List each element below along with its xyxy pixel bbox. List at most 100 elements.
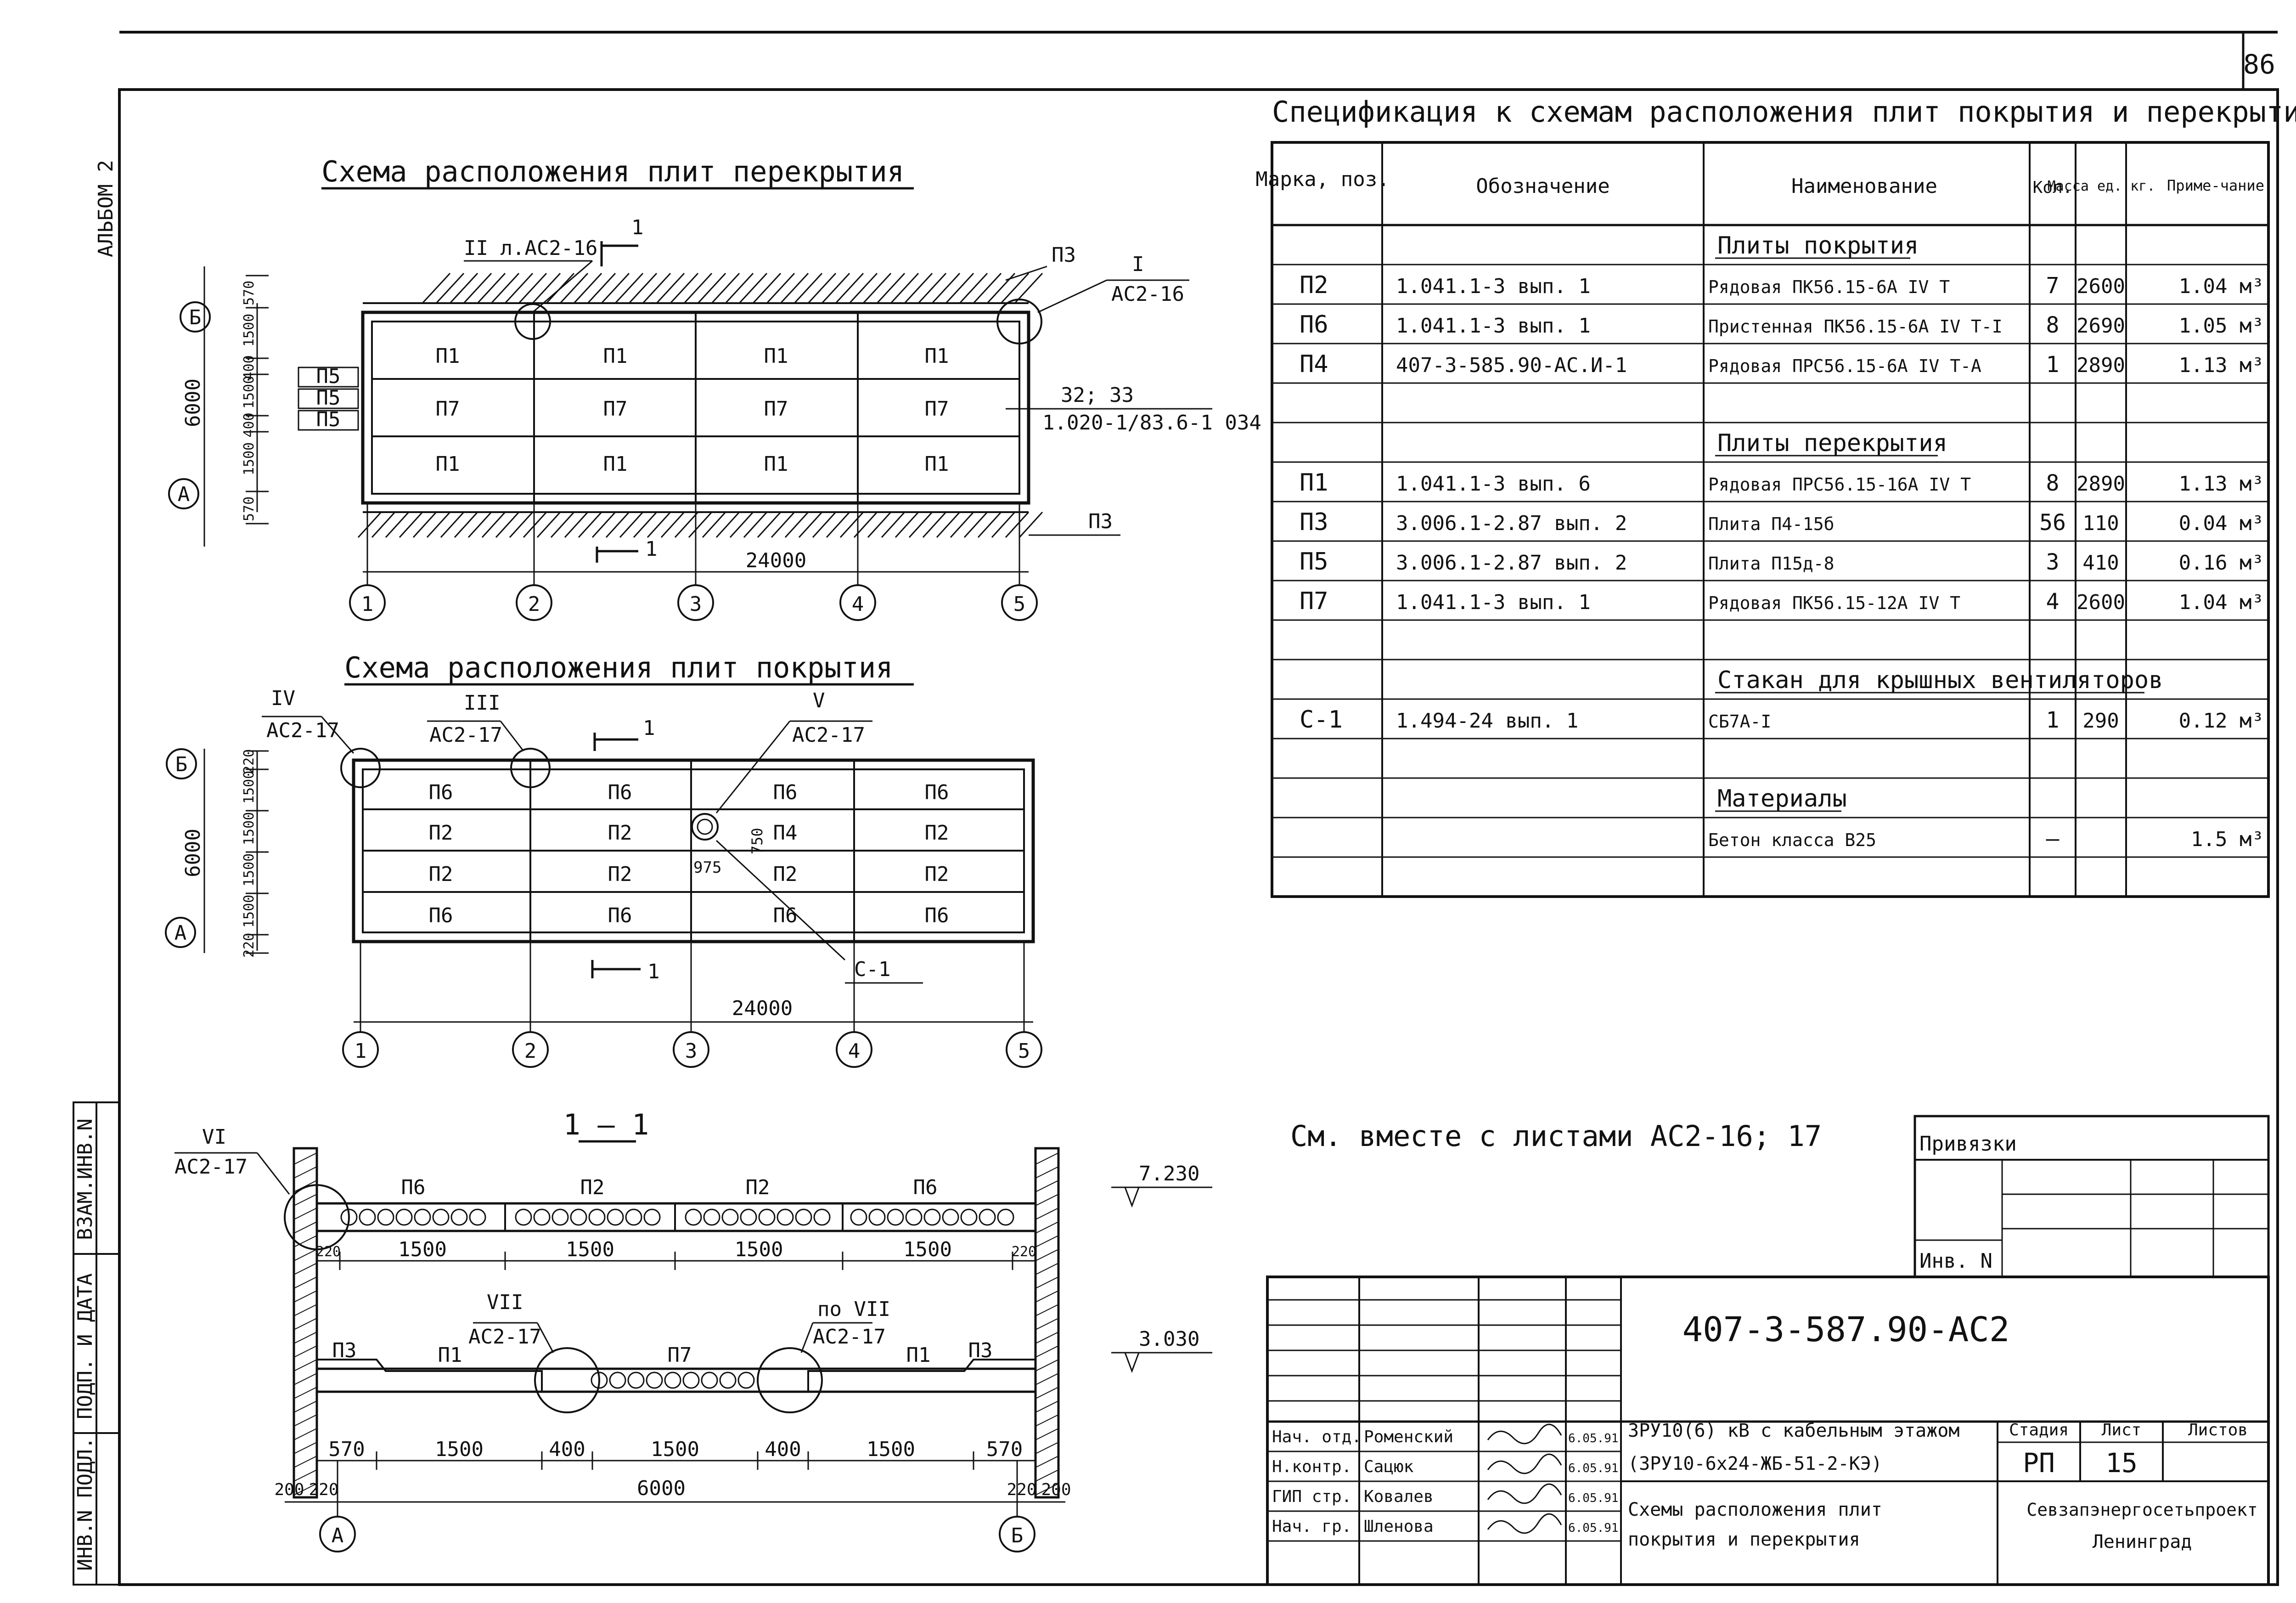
core-circle xyxy=(701,1372,718,1389)
slab-mark: П7 xyxy=(603,397,628,421)
hatch-line xyxy=(807,272,837,304)
hatch-line xyxy=(1035,1166,1059,1179)
slab-mark: П1 xyxy=(436,452,460,476)
hatch-line xyxy=(293,1400,317,1413)
slab-mark: П1 xyxy=(438,1343,462,1367)
spec-cell-name: Бетон класса В25 xyxy=(1708,830,1876,850)
slab-mark: П6 xyxy=(773,781,798,804)
spec-cell-qty: — xyxy=(2046,826,2060,852)
callout-iv: IV xyxy=(271,687,295,710)
section-mark: 1 xyxy=(645,537,658,561)
hatch-line xyxy=(1035,1483,1059,1496)
hatch-line xyxy=(293,1387,317,1399)
hatch-line xyxy=(904,272,933,304)
hatch-line xyxy=(950,511,974,538)
hatch-line xyxy=(784,511,809,538)
spec-cell-mass: 290 xyxy=(2082,709,2119,733)
spec-header: Кол. xyxy=(2033,178,2073,197)
signature-mark xyxy=(1487,1453,1562,1474)
hatch-line xyxy=(931,272,961,304)
callout-vi-ref: АС2-17 xyxy=(174,1155,248,1179)
hatch-line xyxy=(518,272,547,304)
hatch-line xyxy=(890,272,919,304)
spec-cell-mass: 2890 xyxy=(2077,472,2125,496)
hatch-line xyxy=(959,272,988,304)
callout-iii: III xyxy=(464,691,500,715)
hatch-line xyxy=(963,511,988,538)
spec-cell-note: 0.16 м³ xyxy=(2179,551,2264,575)
hatch-line xyxy=(605,511,630,538)
hatch-line xyxy=(1035,1180,1059,1192)
spec-cell-qty: 8 xyxy=(2046,470,2060,496)
hatch-line xyxy=(293,1235,317,1247)
hatch-line xyxy=(798,511,823,538)
axis-label: 2 xyxy=(528,593,540,616)
hatch-line xyxy=(293,1414,317,1427)
tb-date: 6.05.91 xyxy=(1568,1491,1619,1505)
hatch-line xyxy=(1035,1373,1059,1385)
spec-cell-mass: 110 xyxy=(2082,512,2119,535)
hatch-line xyxy=(293,1456,317,1468)
spec-table: Спецификация к схемам расположения плит … xyxy=(1255,95,2296,898)
core-circle xyxy=(979,1208,996,1226)
callout-v: V xyxy=(813,689,825,712)
spec-cell-name: Рядовая ПК56.15-12А IV Т xyxy=(1708,593,1960,613)
core-circle xyxy=(515,1208,532,1226)
core-circle xyxy=(340,1208,358,1226)
axis-label: 5 xyxy=(1013,593,1026,616)
dim-975: 975 xyxy=(693,858,721,877)
slab-mark: П3 xyxy=(332,1339,357,1362)
spec-cell-code: 1.041.1-3 вып. 6 xyxy=(1396,472,1591,496)
spec-group-name: Плиты перекрытия xyxy=(1717,429,1947,457)
hatch-line xyxy=(867,511,892,538)
dim-value: 1500 xyxy=(398,1238,447,1261)
hatch-line xyxy=(293,1166,317,1179)
spec-cell-qty: 1 xyxy=(2046,352,2060,378)
core-circle xyxy=(868,1208,886,1226)
axis-label: Б xyxy=(1011,1524,1024,1547)
hatch-line xyxy=(1035,1414,1059,1427)
privyazki-title: Привязки xyxy=(1919,1132,2017,1156)
floor-slab-grid: П1 П1 П1 П1 П7 П7 П7 П7 П1 П1 П1 П1 xyxy=(436,344,949,476)
dim-value: 1500 xyxy=(241,314,257,347)
hatch-line xyxy=(587,272,616,304)
slab-mark: П1 xyxy=(603,452,628,476)
org-line2: Ленинград xyxy=(2093,1531,2192,1552)
hatch-line xyxy=(711,272,740,304)
signature-mark xyxy=(1487,1423,1562,1445)
tb-name: Ковалев xyxy=(1364,1487,1434,1506)
spec-cell-mark: П3 xyxy=(1300,508,1328,536)
section-end-dim: 220 xyxy=(309,1480,338,1499)
hatch-line xyxy=(426,511,451,538)
hatch-line xyxy=(697,272,726,304)
axis-label: А xyxy=(332,1524,344,1547)
small-mark: П5 xyxy=(316,408,341,431)
axis-label: Б xyxy=(189,306,202,329)
hatch-line xyxy=(1035,1332,1059,1344)
slab-mark: П7 xyxy=(764,397,788,421)
sheet-label: Лист xyxy=(2102,1421,2142,1439)
hatch-line xyxy=(1035,1456,1059,1468)
hatch-line xyxy=(532,272,561,304)
spec-cell-mass: 2690 xyxy=(2077,314,2125,338)
core-circle xyxy=(719,1372,737,1389)
core-circle xyxy=(627,1372,645,1389)
core-circle xyxy=(887,1208,904,1226)
hatch-line xyxy=(293,1152,317,1165)
dim-total: 6000 xyxy=(637,1477,686,1500)
core-circle xyxy=(591,1372,608,1389)
dim-value: 400 xyxy=(765,1438,801,1461)
core-circle xyxy=(588,1208,606,1226)
callout-vii-ref: АС2-17 xyxy=(468,1325,541,1349)
hatch-line xyxy=(536,511,561,538)
hatch-line xyxy=(862,272,892,304)
roof-slab-grid: П6 П6 П6 П6 П2 П2 П4 П2 П2 П2 П2 П2 П6 П… xyxy=(429,781,949,927)
slab-mark: П1 xyxy=(764,452,788,476)
hatch-line xyxy=(1035,1318,1059,1330)
hatch-line xyxy=(683,272,713,304)
spec-cell-note: 0.12 м³ xyxy=(2179,709,2264,733)
